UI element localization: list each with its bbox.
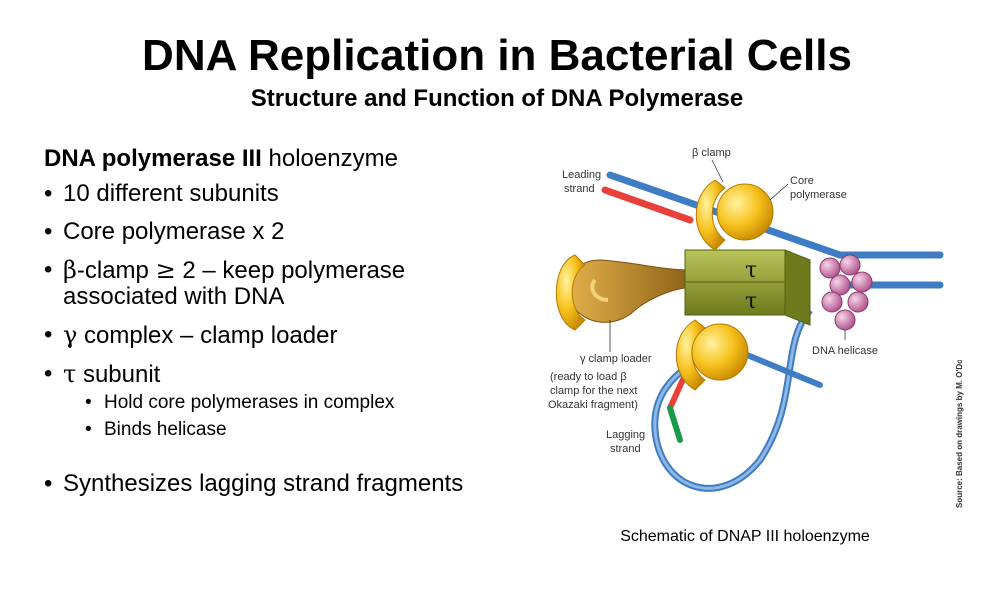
bottom-core-polymerase <box>691 323 749 381</box>
sub-bullet-hold: Hold core polymerases in complex <box>44 392 544 414</box>
tau-symbol: τ <box>63 360 77 388</box>
helicase-bead <box>829 274 851 296</box>
top-beta-clamp <box>695 179 726 251</box>
bullet-list-2: Synthesizes lagging strand fragments <box>44 470 544 498</box>
bullet-tau-text: subunit <box>76 361 161 388</box>
core-leader <box>769 183 789 201</box>
lagging-strand-label-1: Lagging <box>606 429 645 441</box>
beta-clamp-leader <box>711 159 724 183</box>
dna-helicase-label: DNA helicase <box>812 345 878 357</box>
bullet-tau: τ subunit <box>44 361 544 388</box>
lagging-template-right <box>732 347 823 388</box>
dna-helicase <box>819 254 873 331</box>
beta-symbol: β <box>63 256 77 284</box>
sub-bullet-helicase: Binds helicase <box>44 419 544 441</box>
leading-template-strand <box>606 171 944 259</box>
lagging-strand-label-2: strand <box>610 443 641 455</box>
okazaki-rna-primer <box>667 372 688 411</box>
helicase-bead <box>834 309 856 331</box>
bullet-core: Core polymerase x 2 <box>44 218 544 246</box>
bullet-beta-clamp: β-clamp ≥ 2 – keep polymeraseassociated … <box>44 257 544 310</box>
heading-bold: DNA polymerase III <box>44 145 262 172</box>
bullet-gamma: γ complex – clamp loader <box>44 322 544 349</box>
bullet-gamma-text: complex – clamp loader <box>77 322 338 349</box>
leading-strand-label-2: strand <box>564 183 595 195</box>
slide-title: DNA Replication in Bacterial Cells <box>142 31 852 80</box>
helicase-bead <box>851 271 873 293</box>
source-credit-text: Source: Based on drawings by M. O'Donnel… <box>955 360 964 508</box>
core-polymerase-label-1: Core <box>790 175 814 187</box>
diagram-caption: Schematic of DNAP III holoenzyme <box>620 528 870 545</box>
sub-bullet-list: Hold core polymerases in complex Binds h… <box>44 392 544 441</box>
bullet-core-text: Core polymerase x 2 <box>63 218 285 245</box>
top-core-polymerase <box>716 183 774 241</box>
tau-label-top: τ <box>745 258 757 283</box>
clamp-loader-shape <box>567 259 691 323</box>
holoenzyme-svg: τ τ β clamp Leading strand Core polymera… <box>548 147 944 492</box>
helicase-bead <box>847 291 869 313</box>
bullet-beta-text-b: 2 – keep polymerase <box>175 257 406 284</box>
ready-label-2: clamp for the next <box>550 385 637 397</box>
clamp-loader-label: γ clamp loader <box>580 353 652 365</box>
ready-label-1: (ready to load β <box>550 371 627 383</box>
loader-beta-clamp <box>555 254 586 331</box>
gamma-symbol: γ <box>63 321 78 349</box>
okazaki-dna-fragment <box>667 405 683 443</box>
source-credit: Source: Based on drawings by M. O'Donnel… <box>955 360 964 508</box>
bullet-content: DNA polymerase III holoenzyme 10 differe… <box>44 145 544 509</box>
holoenzyme-diagram: τ τ β clamp Leading strand Core polymera… <box>540 140 970 510</box>
bullet-subunits: 10 different subunits <box>44 180 544 208</box>
tau-label-bottom: τ <box>745 289 757 314</box>
clamp-loader-slot <box>590 278 609 302</box>
bullet-subunits-text: 10 different subunits <box>63 180 279 207</box>
sub-bullet-hold-text: Hold core polymerases in complex <box>104 392 395 413</box>
beta-clamp-label: β clamp <box>692 147 731 159</box>
content-heading: DNA polymerase III holoenzyme <box>44 145 544 173</box>
bullet-lagging-text: Synthesizes lagging strand fragments <box>63 470 464 497</box>
sub-bullet-helicase-text: Binds helicase <box>104 419 227 440</box>
leading-strand-label-1: Leading <box>562 169 601 181</box>
ready-label-3: Okazaki fragment) <box>548 399 638 411</box>
tau-box-side <box>784 249 811 326</box>
bullet-beta-text-a: -clamp <box>76 257 156 284</box>
core-polymerase-label-2: polymerase <box>790 189 847 201</box>
slide-subtitle: Structure and Function of DNA Polymerase <box>250 85 744 112</box>
bullet-list: 10 different subunits Core polymerase x … <box>44 181 544 388</box>
helicase-bead <box>839 254 861 276</box>
bullet-beta-text-line2: associated with DNA <box>63 283 285 310</box>
leading-new-strand <box>601 186 694 224</box>
heading-rest: holoenzyme <box>261 145 398 172</box>
bullet-lagging: Synthesizes lagging strand fragments <box>44 470 544 498</box>
helicase-bead <box>821 291 843 313</box>
ge-symbol: ≥ <box>155 256 176 284</box>
